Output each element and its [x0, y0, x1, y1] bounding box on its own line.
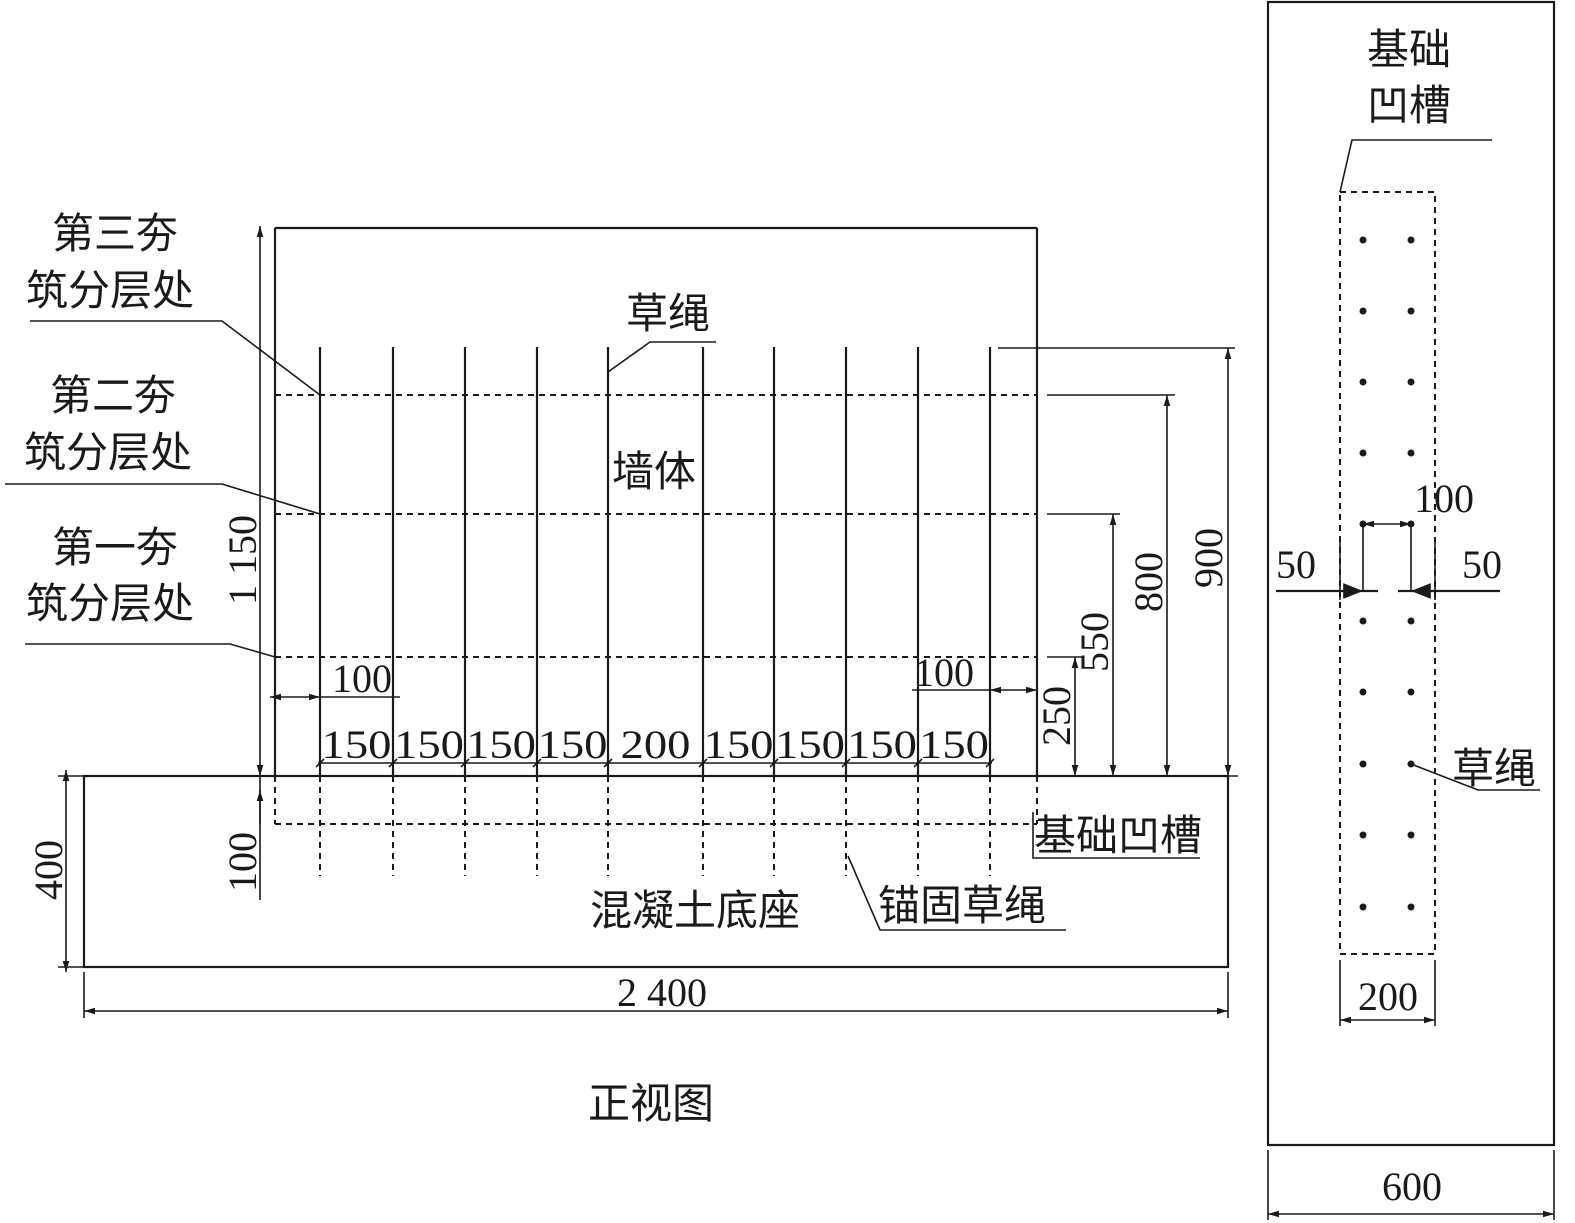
dim-text-800: 800 [1126, 552, 1171, 612]
label-straw-rope: 草绳 [626, 292, 710, 338]
dim-text-side-50-left: 50 [1276, 542, 1316, 587]
dim-text-100-groove: 100 [220, 832, 265, 892]
side-rope-dot-2-2 [1407, 307, 1415, 315]
spacing-label-9: 150 [919, 722, 989, 767]
spacing-label-4: 150 [538, 722, 608, 767]
spacing-ticks [315, 758, 995, 768]
dim-text-left-100: 100 [332, 656, 392, 701]
spacing-tick-8 [841, 758, 851, 768]
spacing-tick-2 [388, 758, 398, 768]
side-rope-dot-10-2 [1407, 903, 1415, 911]
side-view-frame [1266, 0, 1556, 1147]
side-rope-dot-9-1 [1359, 831, 1367, 839]
spacing-label-7: 150 [775, 722, 845, 767]
side-rope-dot-3-2 [1407, 378, 1415, 386]
spacing-tick-5 [603, 758, 613, 768]
straw-ropes [318, 347, 992, 876]
side-rope-dot-9-2 [1407, 831, 1415, 839]
spacing-label-3: 150 [466, 722, 536, 767]
spacing-tick-3 [460, 758, 470, 768]
concrete-base [82, 774, 1230, 969]
dim-text-right-100: 100 [914, 650, 974, 695]
side-rope-dot-3-1 [1359, 378, 1367, 386]
wall-outline [273, 226, 1039, 776]
side-rope-leader [1410, 763, 1540, 791]
spacing-label-5: 200 [621, 722, 691, 767]
label-layer3-l1: 第三夯 [52, 212, 178, 258]
spacing-tick-4 [532, 758, 542, 768]
label-wall: 墙体 [612, 450, 696, 496]
label-layer1-l2: 筑分层处 [26, 582, 194, 628]
label-front-view: 正视图 [588, 1082, 714, 1128]
side-groove [1339, 191, 1436, 955]
spacing-label-8: 150 [847, 722, 917, 767]
label-layer1-l1: 第一夯 [52, 526, 178, 572]
spacing-label-6: 150 [704, 722, 774, 767]
dim-text-550: 550 [1072, 612, 1117, 672]
label-layer2-l1: 第二夯 [50, 374, 176, 420]
label-layer2-l2: 筑分层处 [24, 431, 192, 477]
side-rope-dot-1-2 [1407, 236, 1415, 244]
side-groove-leader [1339, 139, 1492, 193]
dim-text-side-600: 600 [1382, 1164, 1442, 1209]
side-rope-dot-10-1 [1359, 903, 1367, 911]
dim-right-heights [998, 347, 1238, 777]
dim-text-900: 900 [1186, 528, 1231, 588]
side-rope-dot-4-1 [1359, 449, 1367, 457]
label-anchor-rope: 锚固草绳 [878, 884, 1046, 930]
label-side-groove-l2: 凹槽 [1367, 84, 1451, 130]
side-rope-dots [1359, 236, 1415, 911]
label-concrete-base: 混凝土底座 [590, 888, 800, 935]
dim-text-side-200: 200 [1358, 974, 1418, 1019]
spacing-tick-9 [913, 758, 923, 768]
label-base-groove: 基础凹槽 [1034, 814, 1202, 860]
side-rope-dot-2-1 [1359, 307, 1367, 315]
dim-text-1150: 1 150 [220, 515, 265, 605]
spacing-tick-1 [315, 758, 325, 768]
spacing-tick-10 [985, 758, 995, 768]
leader-lines [5, 320, 1200, 931]
side-rope-dot-7-2 [1407, 688, 1415, 696]
dim-total-width [83, 972, 1229, 1018]
label-layer3-l2: 筑分层处 [26, 269, 194, 315]
dim-text-2400: 2 400 [617, 970, 707, 1015]
spacing-tick-6 [698, 758, 708, 768]
side-rope-dot-8-1 [1359, 760, 1367, 768]
dim-base-height [58, 770, 84, 972]
spacing-label-1: 150 [322, 722, 392, 767]
spacing-label-2: 150 [394, 722, 464, 767]
dim-text-side-50-right: 50 [1462, 542, 1502, 587]
side-rope-dot-6-1 [1359, 617, 1367, 625]
side-rope-dot-7-1 [1359, 688, 1367, 696]
base-groove [274, 776, 1038, 825]
label-side-groove-l1: 基础 [1367, 28, 1451, 74]
spacing-tick-7 [769, 758, 779, 768]
dim-text-side-100: 100 [1414, 476, 1474, 521]
label-side-straw-rope: 草绳 [1452, 747, 1536, 793]
side-rope-dot-1-1 [1359, 236, 1367, 244]
side-rope-dot-4-2 [1407, 449, 1415, 457]
dim-text-250: 250 [1034, 686, 1079, 746]
side-rope-dot-6-2 [1407, 617, 1415, 625]
dim-text-400: 400 [26, 840, 71, 900]
